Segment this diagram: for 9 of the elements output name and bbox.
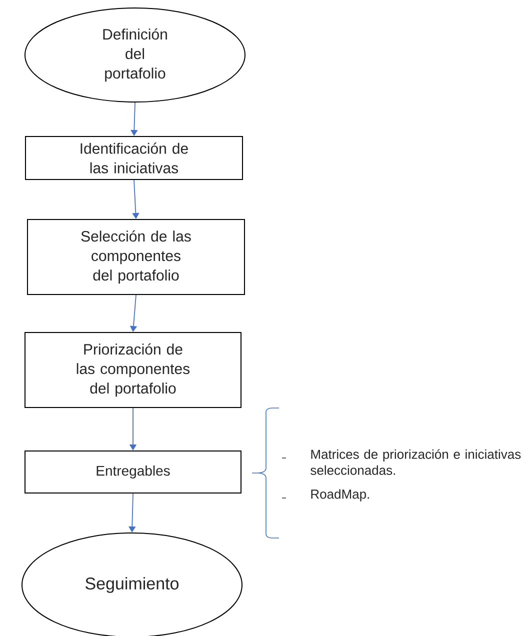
arrow — [130, 102, 138, 136]
arrow — [128, 493, 136, 532]
process-box: Priorización de las componentes del portafolio — [24, 332, 242, 408]
list-item: RoadMap. — [311, 489, 369, 502]
list-item: Matrices de priorización e iniciativas seleccionadas. — [310, 449, 521, 475]
process-box: Entregables — [24, 450, 242, 494]
arrow — [132, 180, 140, 219]
process-box: Identificación de las iniciativas — [25, 136, 243, 180]
process-box: Selección de las componentes del portafolio — [27, 219, 245, 295]
